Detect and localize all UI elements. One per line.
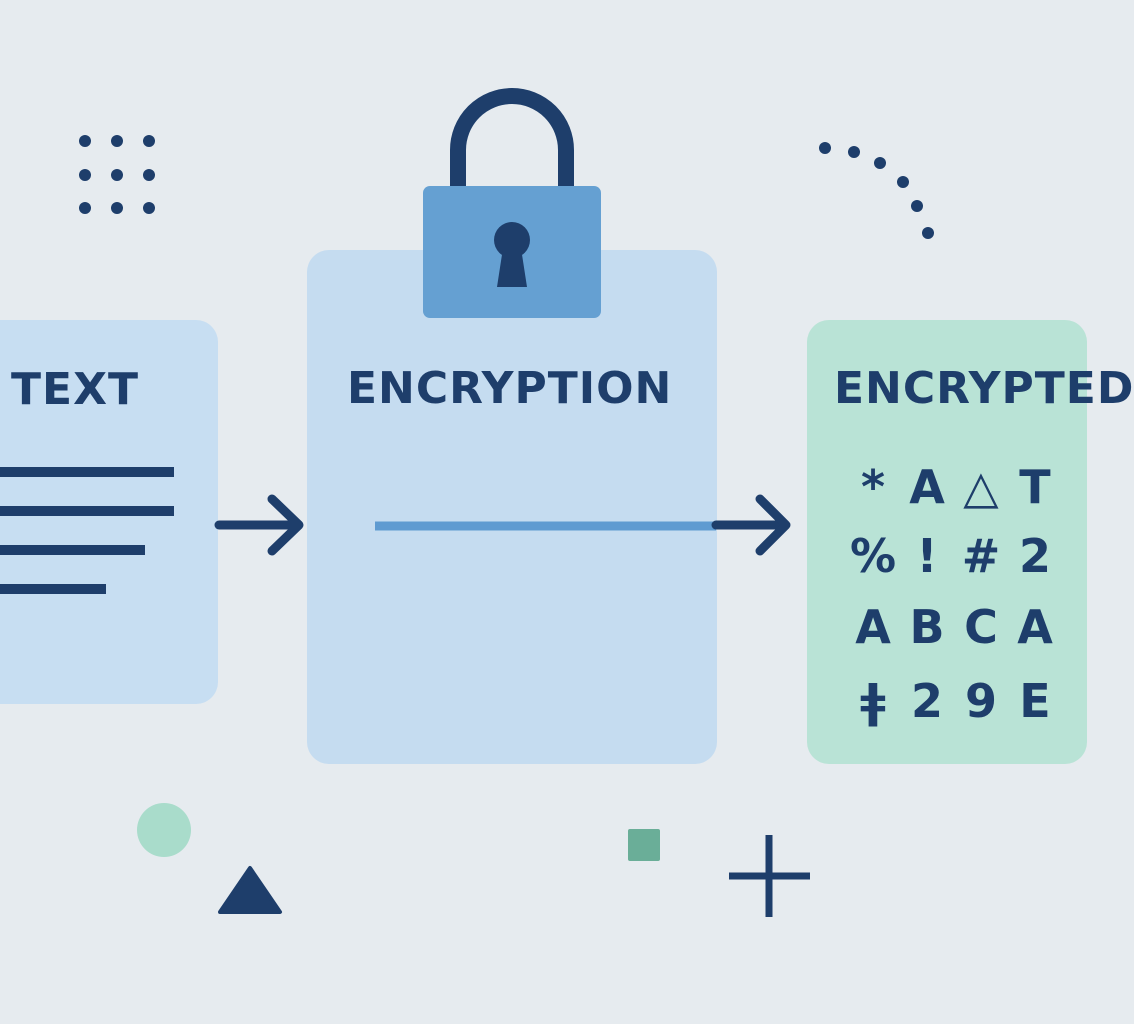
triangle-decoration bbox=[218, 866, 282, 914]
cipher-char: 2 bbox=[910, 674, 943, 728]
plus-decoration bbox=[729, 835, 810, 917]
cipher-char: ! bbox=[916, 529, 938, 583]
cipher-char: C bbox=[964, 600, 998, 654]
cipher-char: E bbox=[1019, 674, 1051, 728]
arrow-right-icon bbox=[711, 494, 791, 556]
cipher-char: * bbox=[860, 460, 886, 514]
circle-decoration bbox=[137, 803, 191, 857]
square-decoration bbox=[628, 829, 660, 861]
encryption-label: ENCRYPTION bbox=[347, 363, 673, 414]
cipher-row: *A△T bbox=[846, 464, 1062, 510]
cipher-char: △ bbox=[963, 460, 999, 514]
cipher-row: %!#2 bbox=[846, 533, 1062, 579]
cipher-char: # bbox=[961, 529, 1001, 583]
encrypted-label: ENCRYPTED bbox=[834, 363, 1134, 414]
cipher-char: B bbox=[909, 600, 945, 654]
dot-arc-decoration bbox=[819, 142, 934, 239]
dot-grid-decoration bbox=[79, 135, 155, 214]
cipher-char: A bbox=[855, 600, 891, 654]
cipher-char: A bbox=[909, 460, 945, 514]
plaintext-label: TEXT bbox=[11, 364, 140, 415]
arrow-right-icon bbox=[214, 494, 304, 556]
encrypted-card bbox=[807, 320, 1087, 764]
cipher-char: % bbox=[849, 529, 897, 583]
encryption-card bbox=[307, 250, 717, 764]
cipher-char: 9 bbox=[964, 674, 997, 728]
cipher-char: T bbox=[1019, 460, 1051, 514]
cipher-char: ǂ bbox=[860, 674, 886, 728]
cipher-char: A bbox=[1017, 600, 1053, 654]
cipher-char: 2 bbox=[1018, 529, 1051, 583]
